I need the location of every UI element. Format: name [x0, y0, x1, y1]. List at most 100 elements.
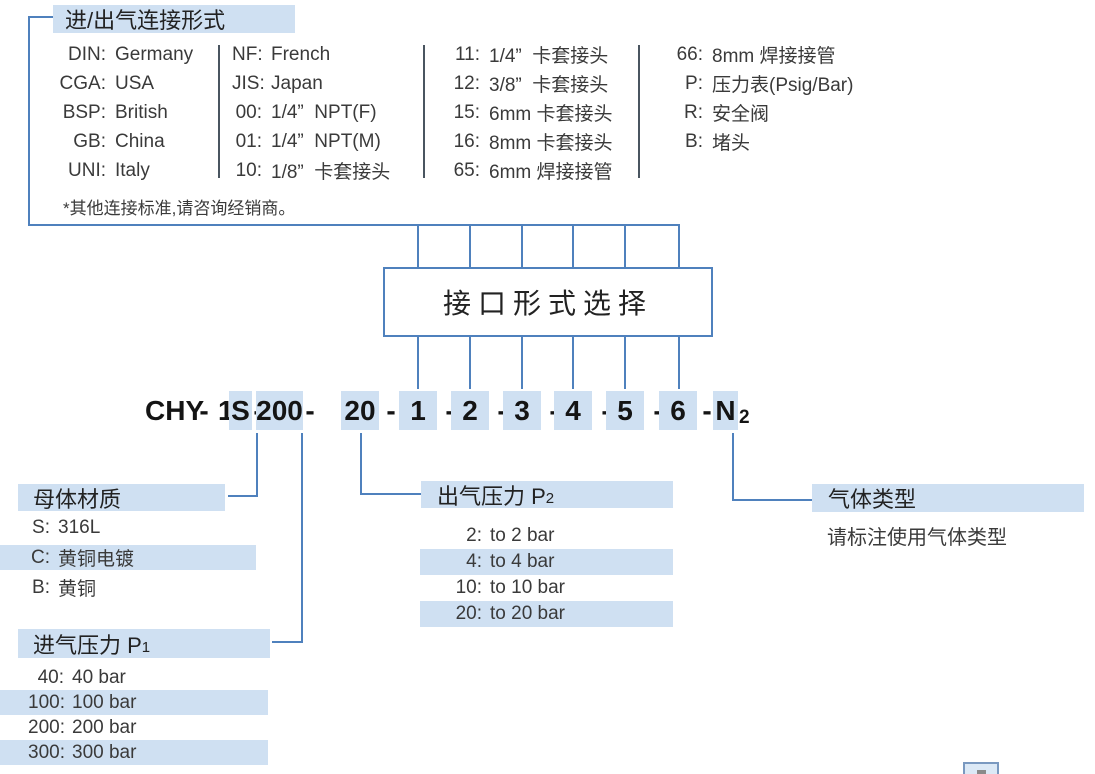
option-code: 100:	[28, 691, 65, 713]
connection-row: BSP: British	[30, 98, 193, 127]
connection-code: CGA:	[59, 72, 106, 94]
connector-line	[256, 433, 258, 497]
connection-desc: 安全阀	[712, 104, 770, 125]
code-segment: -	[445, 395, 455, 426]
gas-type-section-header: 气体类型	[812, 484, 1084, 512]
connector-line	[417, 336, 419, 389]
option-desc: to 2 bar	[490, 525, 555, 546]
option-desc: to 20 bar	[490, 603, 565, 624]
connection-desc: 堵头	[712, 133, 751, 154]
code-segment: -	[599, 391, 613, 430]
connector-line	[624, 224, 626, 268]
option-code: 10:	[455, 577, 482, 598]
code-segment: -	[386, 395, 396, 426]
option-desc: 黄铜	[58, 579, 97, 600]
connection-desc: Italy	[115, 159, 150, 181]
connection-section-title: 进/出气连接形式	[65, 8, 226, 33]
interface-selector-box: 接口形式选择	[383, 267, 713, 337]
connection-code: 01:	[235, 130, 262, 152]
connection-row: 66:8mm 焊接接管	[655, 40, 853, 69]
connection-code: 10:	[235, 159, 262, 181]
code-segment: 3	[503, 391, 541, 430]
option-desc: 316L	[58, 516, 101, 538]
gas-type-title: 气体类型	[828, 487, 917, 512]
connector-line	[521, 336, 523, 389]
connection-code: BSP:	[62, 101, 106, 123]
connector-line	[272, 641, 303, 643]
connection-desc: British	[115, 101, 168, 123]
bracket-line	[28, 224, 680, 226]
connection-row: UNI:Italy	[30, 156, 193, 185]
connection-row: GB:China	[30, 127, 193, 156]
connector-line	[360, 493, 421, 495]
connection-desc: Germany	[115, 43, 194, 65]
code-segment: -	[305, 395, 315, 426]
connection-desc: 3/8” 卡套接头	[489, 75, 609, 96]
corner-widget-glyph	[977, 770, 986, 774]
connection-code: 15:	[453, 101, 480, 123]
connection-desc: 1/4” NPT(M)	[271, 130, 381, 152]
option-desc: 100 bar	[72, 691, 137, 713]
connector-line	[572, 224, 574, 268]
connection-desc: USA	[115, 72, 155, 94]
connector-line	[624, 336, 626, 389]
connector-line	[360, 433, 362, 495]
option-code: 40:	[37, 666, 64, 688]
option-code: B:	[32, 576, 50, 598]
code-segment: -	[199, 395, 209, 426]
material-section-header: 母体材质	[18, 484, 225, 512]
code-segment: 2	[451, 391, 489, 430]
connection-desc: 6mm 焊接接管	[489, 162, 613, 183]
corner-widget	[963, 762, 999, 774]
material-options: S:316L C:黄铜电镀 B: 黄铜	[0, 515, 256, 605]
connection-desc: 1/4” NPT(F)	[271, 101, 377, 123]
material-option: B: 黄铜	[0, 575, 256, 601]
connection-desc: Japan	[271, 72, 323, 94]
material-section-title: 母体材质	[33, 486, 122, 512]
code-segment: CHY	[145, 395, 205, 426]
connection-code: 12:	[453, 72, 480, 94]
connector-line	[417, 224, 419, 268]
connection-row: 65: 6mm 焊接接管	[442, 156, 613, 185]
connection-row: 00: 1/4” NPT(F)	[232, 98, 390, 127]
connection-row: JIS:Japan	[232, 69, 390, 98]
connection-row: CGA: USA	[30, 69, 193, 98]
option-code: 200:	[28, 716, 65, 738]
connection-row: 15:6mm 卡套接头	[442, 98, 613, 127]
connector-line	[678, 336, 680, 389]
connector-line	[732, 433, 734, 501]
material-option: S:316L	[0, 515, 256, 540]
column-divider	[638, 45, 640, 178]
connection-desc: 8mm 焊接接管	[712, 46, 836, 67]
option-desc: to 10 bar	[490, 577, 565, 598]
connection-code: P:	[685, 72, 703, 94]
inlet-pressure-subscript: 1	[141, 639, 151, 656]
inlet-pressure-option: 100: 100 bar	[0, 690, 268, 715]
option-desc: to 4 bar	[490, 551, 555, 572]
material-option: C:黄铜电镀	[0, 545, 256, 570]
connector-line	[228, 495, 258, 497]
connection-code: DIN:	[68, 43, 106, 65]
code-segment: 200	[256, 391, 303, 430]
connection-row: DIN: Germany	[30, 40, 193, 69]
code-segment: -	[547, 391, 561, 430]
connection-row: NF:French	[232, 40, 390, 69]
connection-row: 12: 3/8” 卡套接头	[442, 69, 613, 98]
option-code: C:	[31, 546, 50, 568]
code-segment: 20	[341, 391, 379, 430]
connection-row: 11:1/4” 卡套接头	[442, 40, 613, 69]
option-desc: 300 bar	[72, 741, 137, 763]
outlet-pressure-subscript: 2	[545, 490, 555, 507]
code-segment: N	[713, 391, 738, 430]
code-segment: 4	[554, 391, 592, 430]
connection-code: 65:	[453, 159, 480, 181]
connection-desc: 8mm 卡套接头	[489, 133, 613, 154]
option-code: 4:	[466, 551, 482, 572]
connection-code: NF:	[232, 43, 263, 65]
connection-code: 00:	[235, 101, 262, 123]
